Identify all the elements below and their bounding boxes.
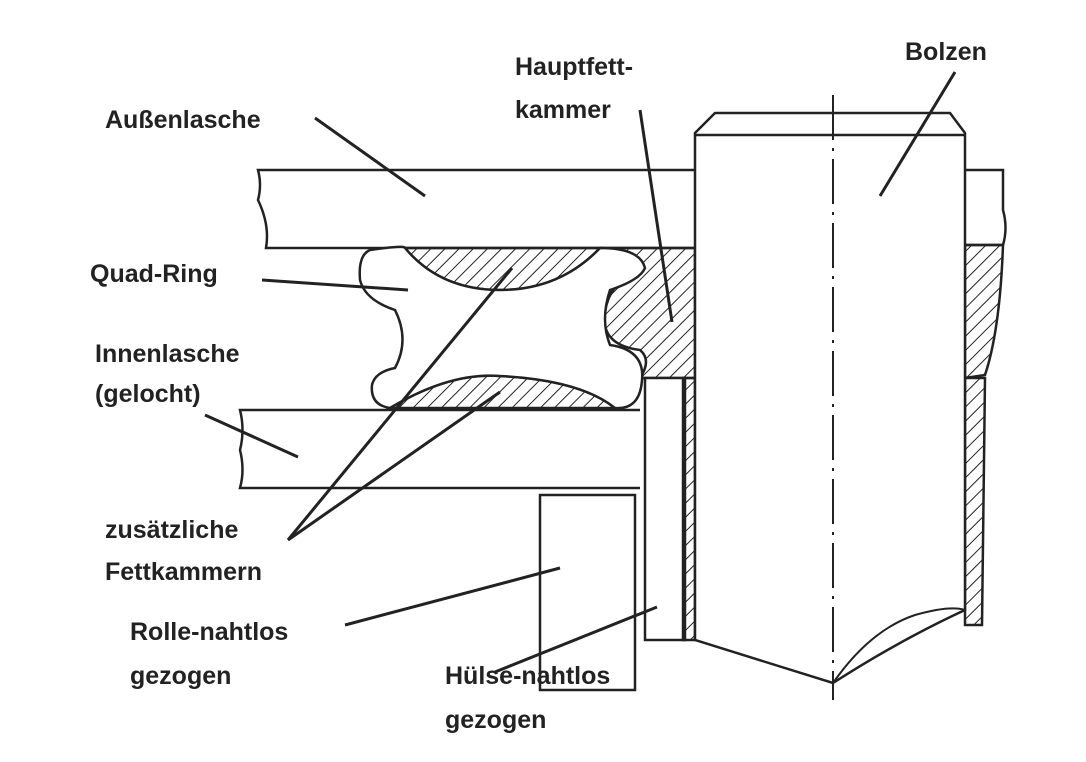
label-kammer: kammer xyxy=(515,96,611,124)
outer-plate xyxy=(256,168,695,250)
leader-lines xyxy=(204,71,957,674)
label-gelocht: (gelocht) xyxy=(95,380,201,408)
roller xyxy=(538,493,637,692)
label-hauptfett: Hauptfett- xyxy=(515,53,634,81)
label-quad-ring: Quad-Ring xyxy=(90,260,218,288)
label-innenlasche: Innenlasche xyxy=(95,340,240,368)
sleeve xyxy=(643,376,687,642)
outer-plate-right xyxy=(965,168,1007,247)
label-fettkammern: Fettkammern xyxy=(105,558,262,586)
label-zusaetzliche: zusätzliche xyxy=(105,516,239,544)
right-sleeve-wall xyxy=(963,376,987,627)
inner-plate xyxy=(238,408,640,490)
label-huelse: Hülse-nahtlos xyxy=(445,662,611,690)
right-bushing-hatch xyxy=(963,243,1005,380)
label-huelse-gezogen: gezogen xyxy=(445,706,547,734)
bolt xyxy=(693,111,967,685)
label-bolzen: Bolzen xyxy=(905,38,987,66)
sleeve-wall xyxy=(681,376,697,642)
label-rolle-gezogen: gezogen xyxy=(130,662,232,690)
label-aussenlasche: Außenlasche xyxy=(105,106,261,134)
label-rolle: Rolle-nahtlos xyxy=(130,618,289,646)
